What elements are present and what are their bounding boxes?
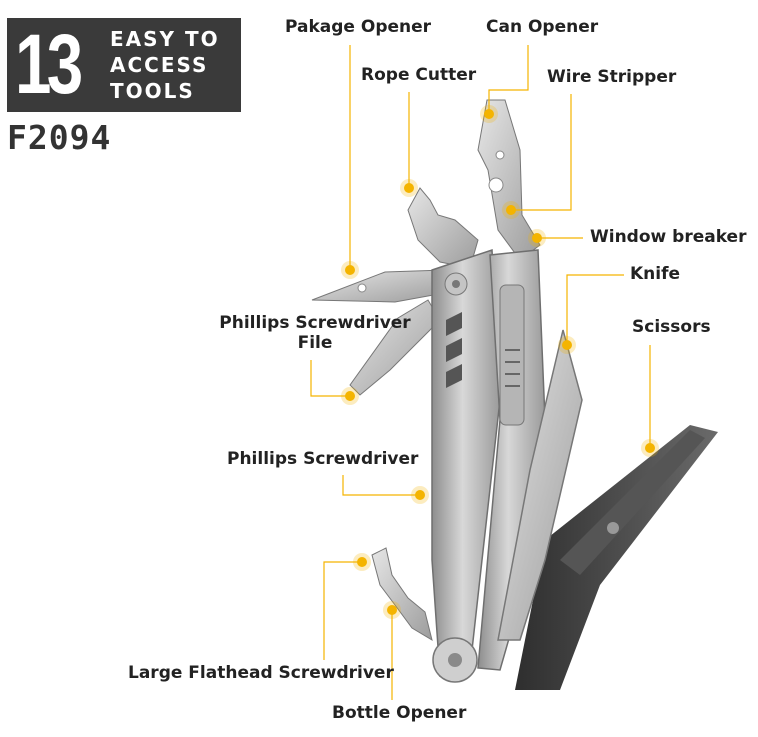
bottle-opener-tool — [371, 547, 433, 642]
badge-line-2: ACCESS — [110, 53, 209, 77]
label-bottle-opener: Bottle Opener — [332, 703, 467, 723]
label-knife: Knife — [630, 264, 681, 284]
marker-dots — [341, 105, 659, 619]
label-rope-cutter: Rope Cutter — [361, 65, 477, 85]
label-large-flathead: Large Flathead Screwdriver — [128, 663, 394, 683]
label-phillips-file-line1: Phillips Screwdriver — [219, 313, 411, 333]
label-phillips-file: Phillips Screwdriver File — [200, 313, 430, 353]
label-phillips-file-line2: File — [297, 333, 333, 353]
label-package-opener: Pakage Opener — [285, 17, 432, 37]
label-wire-stripper: Wire Stripper — [547, 67, 677, 87]
model-number: F2094 — [7, 118, 112, 157]
badge-line-3: TOOLS — [110, 79, 195, 103]
label-phillips-screwdriver: Phillips Screwdriver — [227, 449, 419, 469]
label-can-opener: Can Opener — [486, 17, 599, 37]
tool-count-badge: 13 EASY TO ACCESS TOOLS — [7, 17, 241, 112]
scissors-tool — [515, 425, 718, 690]
rope-cutter-tool — [407, 187, 479, 269]
leader-lines — [310, 45, 651, 700]
package-opener-tool — [311, 269, 451, 303]
badge-line-1: EASY TO — [110, 27, 220, 51]
label-scissors: Scissors — [632, 317, 711, 337]
label-window-breaker: Window breaker — [590, 227, 747, 247]
knife-tool — [497, 329, 583, 641]
badge-number: 13 — [15, 17, 83, 111]
